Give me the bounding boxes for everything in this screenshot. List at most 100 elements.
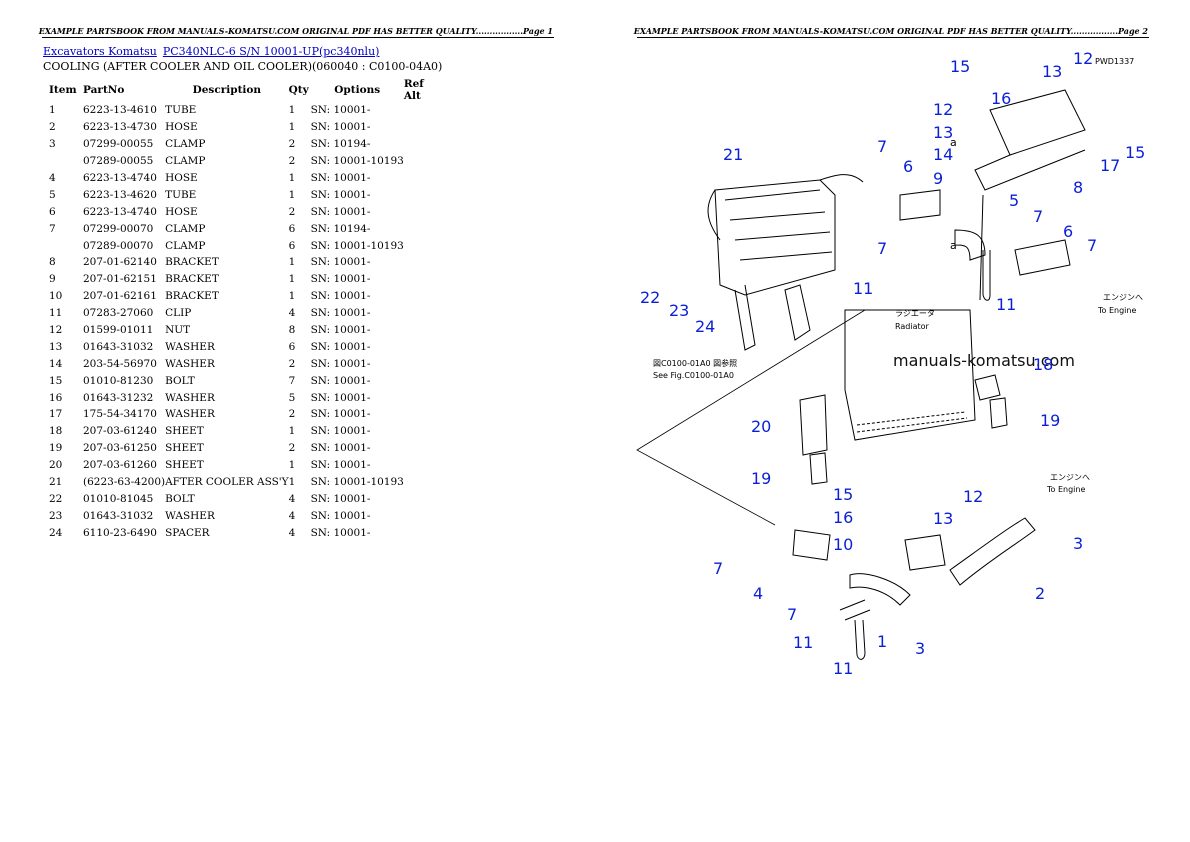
engine-label-en-lower: To Engine bbox=[1046, 485, 1085, 494]
cell-partno: 207-03-61260 bbox=[83, 459, 157, 472]
cell-description: SHEET bbox=[165, 442, 204, 455]
cell-item: 4 bbox=[49, 172, 56, 184]
cell-qty: 1 bbox=[288, 459, 296, 472]
cell-ref-alt bbox=[404, 153, 444, 170]
cell-options: SN: 10001- bbox=[310, 509, 371, 522]
cell-item: 18 bbox=[49, 425, 63, 438]
cell-item: 16 bbox=[49, 391, 63, 404]
callout-number: 4 bbox=[753, 584, 763, 603]
cell-item: 17 bbox=[49, 408, 63, 421]
callout-number: 7 bbox=[787, 605, 797, 624]
cell-ref-alt bbox=[404, 355, 444, 372]
cell-qty: 8 bbox=[288, 324, 296, 337]
cell-item: 3 bbox=[49, 138, 56, 151]
hose-2 bbox=[949, 517, 1036, 586]
cell-item: 23 bbox=[49, 509, 63, 522]
cell-item: 7 bbox=[49, 222, 56, 235]
cell-ref-alt bbox=[404, 288, 444, 305]
cell-qty: 2 bbox=[288, 357, 296, 370]
cell-partno: 07283-27060 bbox=[83, 307, 154, 320]
cell-qty: 6 bbox=[288, 239, 296, 252]
cell-ref-alt bbox=[404, 170, 444, 187]
column-header-options: Options bbox=[334, 84, 381, 96]
after-cooler-core bbox=[714, 179, 836, 296]
cell-ref-alt bbox=[404, 507, 444, 524]
sheet-18 bbox=[974, 374, 1001, 401]
cell-options: SN: 10001- bbox=[310, 374, 371, 387]
cell-item: 12 bbox=[49, 324, 63, 337]
breadcrumb-link-model[interactable]: PC340NLC-6 S/N 10001-UP(pc340nlu) bbox=[162, 45, 380, 58]
cell-qty: 1 bbox=[288, 104, 296, 117]
cell-ref-alt bbox=[404, 220, 444, 237]
cell-description: WASHER bbox=[165, 391, 215, 404]
cell-partno: 07299-00070 bbox=[83, 222, 154, 235]
cell-options: SN: 10001- bbox=[310, 121, 371, 134]
cell-item: 2 bbox=[49, 121, 56, 134]
cell-options: SN: 10001- bbox=[310, 104, 371, 117]
cell-item: 9 bbox=[49, 273, 56, 286]
cell-ref-alt bbox=[404, 203, 444, 220]
cell-description: HOSE bbox=[165, 121, 198, 134]
callout-number: 12 bbox=[933, 100, 953, 119]
callout-number: 18 bbox=[1033, 355, 1053, 374]
cell-description: CLAMP bbox=[165, 239, 206, 252]
cell-qty: 4 bbox=[288, 526, 296, 539]
page-banner: EXAMPLE PARTSBOOK FROM MANUALS-KOMATSU.C… bbox=[38, 26, 553, 36]
cell-item: 10 bbox=[49, 290, 63, 303]
tube-5 bbox=[954, 229, 986, 261]
cell-qty: 2 bbox=[288, 155, 296, 168]
breadcrumb-link-manufacturer[interactable]: Excavators Komatsu bbox=[43, 45, 157, 58]
cell-ref-alt bbox=[404, 440, 444, 457]
page-banner: EXAMPLE PARTSBOOK FROM MANUALS-KOMATSU.C… bbox=[633, 26, 1148, 36]
sheet-plate bbox=[784, 284, 811, 341]
callout-number: 7 bbox=[877, 239, 887, 258]
cell-options: SN: 10001- bbox=[310, 442, 371, 455]
cell-options: SN: 10001- bbox=[310, 526, 371, 539]
callout-number: 15 bbox=[833, 485, 853, 504]
callout-number: 13 bbox=[933, 123, 953, 142]
hose-4 bbox=[792, 529, 831, 561]
callout-number: 5 bbox=[1009, 191, 1019, 210]
cell-description: SHEET bbox=[165, 425, 204, 438]
banner-divider bbox=[637, 37, 1149, 38]
cell-qty: 2 bbox=[288, 442, 296, 455]
cell-item: 21 bbox=[49, 476, 63, 489]
callout-number: 22 bbox=[640, 288, 660, 307]
cell-options: SN: 10194- bbox=[310, 138, 371, 151]
callout-number: 15 bbox=[1125, 143, 1145, 162]
callout-number: 6 bbox=[903, 157, 913, 176]
cell-ref-alt bbox=[404, 338, 444, 355]
reference-label-en: See Fig.C0100-01A0 bbox=[653, 371, 734, 380]
u-clip bbox=[982, 250, 991, 301]
cell-options: SN: 10001- bbox=[310, 340, 371, 353]
cell-qty: 4 bbox=[288, 307, 296, 320]
cell-options: SN: 10001- bbox=[310, 425, 371, 438]
column-header-qty: Qty bbox=[288, 84, 309, 96]
cell-description: BRACKET bbox=[165, 273, 219, 286]
cell-item: 8 bbox=[49, 256, 56, 269]
callout-number: 12 bbox=[963, 487, 983, 506]
callout-number: 7 bbox=[1033, 207, 1043, 226]
cell-ref-alt bbox=[404, 119, 444, 136]
callout-number: 11 bbox=[996, 295, 1016, 314]
cell-partno: 01010-81230 bbox=[83, 374, 154, 387]
callout-number: 2 bbox=[1035, 584, 1045, 603]
banner-divider bbox=[42, 37, 554, 38]
cell-item: 24 bbox=[49, 526, 63, 539]
cell-description: TUBE bbox=[165, 188, 197, 201]
cell-qty: 1 bbox=[288, 172, 296, 184]
cell-partno: 6223-13-4620 bbox=[83, 188, 157, 201]
reference-label-jp: 図C0100-01A0 図参照 bbox=[653, 358, 737, 368]
cell-ref-alt bbox=[404, 490, 444, 507]
cell-item: 19 bbox=[49, 442, 63, 455]
cell-qty: 1 bbox=[288, 188, 296, 201]
cell-qty: 1 bbox=[288, 290, 296, 303]
